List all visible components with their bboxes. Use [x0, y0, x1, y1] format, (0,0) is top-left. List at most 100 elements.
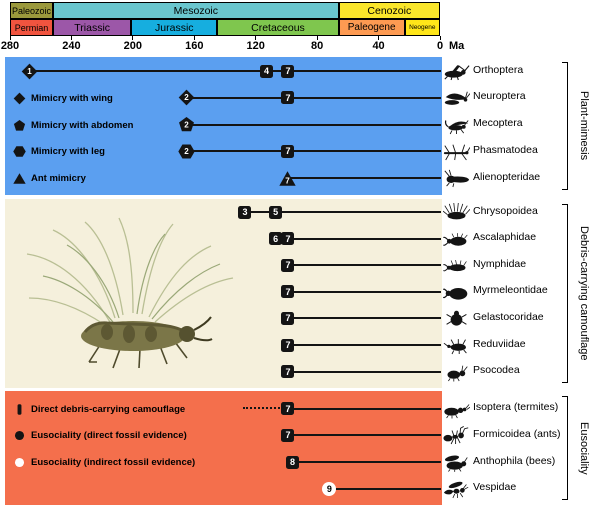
- alienopterid-icon: [443, 168, 470, 188]
- svg-text:7: 7: [286, 176, 291, 185]
- taxon-label-neuroptera: Neuroptera: [473, 90, 526, 103]
- range-line: [29, 70, 441, 72]
- triangle-icon: [13, 172, 26, 184]
- taxon-label-orthoptera: Orthoptera: [473, 63, 524, 76]
- ant-icon: [443, 425, 470, 445]
- legend-label-eusociality-indirect: Eusociality (indirect fossil evidence): [31, 456, 196, 468]
- marker-7: 7: [281, 285, 295, 299]
- range-line: [287, 290, 441, 293]
- range-line: [287, 370, 441, 373]
- marker-7: 7: [281, 232, 295, 246]
- black-circle-icon: [14, 430, 25, 440]
- taxon-label-isoptera-termites: Isoptera (termites): [473, 401, 559, 413]
- tick-label-80: 80: [311, 40, 324, 52]
- tick-160: [193, 36, 195, 40]
- tick-label-280: 280: [0, 40, 20, 52]
- assassin-bug-icon: [443, 335, 470, 355]
- bar-icon: [17, 403, 22, 415]
- tick-200: [132, 36, 134, 40]
- legend-item-mimicry-with-abdomen: Mimicry with abdomen: [13, 118, 133, 132]
- range-line: [287, 264, 441, 267]
- marker-1-diamond: 1: [21, 63, 38, 80]
- group-label-debris-carrying-camouflage: Debris-carrying camouflage: [578, 226, 590, 361]
- debris-carrying-larva-illustration: [26, 217, 234, 369]
- svg-text:1: 1: [28, 67, 33, 76]
- legend-item-eusociality-indirect: Eusociality (indirect fossil evidence): [13, 455, 195, 469]
- group-bracket-plant-mimesis: [562, 62, 568, 190]
- panel-plant-mimesis: [5, 57, 442, 195]
- era-cenozoic: Cenozoic: [338, 2, 440, 19]
- taxon-label-vespidae: Vespidae: [473, 481, 517, 494]
- marker-8: 8: [286, 455, 300, 469]
- range-line: [287, 434, 441, 437]
- range-line: [186, 96, 441, 99]
- taxon-label-mecoptera: Mecoptera: [473, 117, 523, 130]
- legend-item-ant-mimicry: Ant mimicry: [13, 171, 86, 185]
- range-line: [287, 317, 441, 320]
- antlion-larva-icon: [442, 282, 470, 302]
- marker-4: 4: [259, 64, 273, 78]
- range-line: [287, 177, 441, 180]
- group-bracket-debris-carrying-camouflage: [562, 204, 568, 383]
- marker-5: 5: [269, 205, 283, 219]
- bee-icon: [443, 452, 470, 472]
- stick-insect-icon: [443, 141, 471, 161]
- wasp-icon: [443, 479, 470, 499]
- tick-label-0: 0: [436, 40, 444, 52]
- marker-7: 7: [281, 402, 295, 415]
- legend-label-mimicry-with-leg: Mimicry with leg: [31, 145, 105, 157]
- marker-7-triangle: 7: [279, 170, 297, 187]
- period-cretaceous: Cretaceous: [217, 19, 339, 36]
- white-circle-icon: [14, 457, 25, 467]
- tick-280: [9, 36, 11, 40]
- range-line: [292, 461, 441, 464]
- chrysopoid-larva-icon: [442, 202, 471, 222]
- legend-item-mimicry-with-wing: Mimicry with wing: [13, 91, 113, 105]
- tick-label-160: 160: [185, 40, 204, 52]
- tick-40: [378, 36, 380, 40]
- termite-icon: [443, 399, 471, 419]
- nymphid-larva-icon: [443, 255, 470, 275]
- panel-eusociality: [5, 391, 442, 505]
- range-line: [186, 150, 441, 153]
- legend-item-mimicry-with-leg: Mimicry with leg: [13, 144, 105, 158]
- group-bracket-eusociality: [562, 396, 568, 500]
- legend-label-mimicry-with-abdomen: Mimicry with abdomen: [31, 119, 134, 131]
- marker-7: 7: [281, 428, 295, 442]
- legend-label-ant-mimicry: Ant mimicry: [31, 172, 86, 184]
- range-line: [186, 123, 441, 126]
- marker-7: 7: [281, 311, 295, 325]
- ascalaphid-larva-icon: [443, 229, 470, 249]
- taxon-label-nymphidae: Nymphidae: [473, 257, 527, 270]
- tick-120: [255, 36, 257, 40]
- era-paleozoic: Paleozoic: [10, 2, 53, 19]
- taxon-label-gelastocoridae: Gelastocoridae: [473, 310, 544, 323]
- tick-label-120: 120: [246, 40, 265, 52]
- marker-2-pentagon: 2: [178, 116, 195, 133]
- range-line: [287, 344, 441, 346]
- taxon-label-chrysopoidea: Chrysopoidea: [473, 204, 538, 217]
- tick-label-200: 200: [123, 40, 143, 52]
- tick-label-40: 40: [372, 40, 385, 52]
- panel-debris-carrying-camouflage: [5, 199, 442, 388]
- group-label-plant-mimesis: Plant-mimesis: [578, 91, 590, 161]
- diamond-icon: [13, 92, 26, 104]
- lacewing-icon: [443, 88, 471, 108]
- marker-7: 7: [281, 365, 295, 379]
- marker-6: 6: [269, 232, 283, 246]
- legend-item-direct-debris-camouflage: Direct debris-carrying camouflage: [13, 402, 185, 416]
- grasshopper-icon: [443, 61, 470, 81]
- taxon-label-anthophila-bees: Anthophila (bees): [473, 454, 556, 467]
- scorpionfly-icon: [443, 115, 470, 135]
- dotted-range-line: [243, 407, 288, 409]
- marker-3: 3: [238, 205, 252, 219]
- group-label-eusociality: Eusociality: [578, 421, 590, 475]
- legend-label-direct-debris-camouflage: Direct debris-carrying camouflage: [31, 403, 186, 415]
- taxon-label-psocodea: Psocodea: [473, 364, 520, 377]
- marker-7: 7: [281, 338, 295, 352]
- legend-label-eusociality-direct: Eusociality (direct fossil evidence): [31, 429, 187, 441]
- marker-9-circle: 9: [322, 481, 337, 496]
- tick-label-240: 240: [62, 40, 81, 52]
- marker-7: 7: [281, 64, 295, 78]
